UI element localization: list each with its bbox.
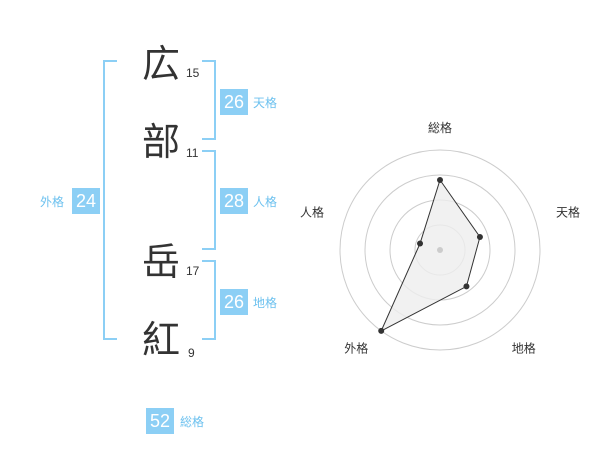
radar-axis-label: 天格 [556,204,580,219]
gaikaku-label: 外格 [40,195,65,209]
radar-axis-label: 地格 [512,341,536,356]
radar-point-3 [463,283,470,290]
radar-grid-ring [364,174,516,326]
chikaku-label: 地格 [253,296,278,310]
name-char-2: 部 [142,120,181,164]
radar-point-4 [378,327,385,334]
chikaku-value: 26 [220,289,248,315]
chikaku-bracket [202,260,216,340]
name-char-4: 紅 [142,318,181,362]
radar-center-point [437,247,443,253]
stroke-count-1: 15 [186,66,200,80]
tenkaku-value: 26 [220,89,248,115]
name-char-3: 岳 [142,240,181,284]
stroke-count-3: 17 [186,264,200,278]
radar-point-2 [476,234,483,241]
gaikaku-value: 24 [72,188,100,214]
radar-point-5 [417,240,424,247]
stroke-count-2: 11 [186,146,199,160]
tenkaku-label: 天格 [253,96,278,110]
name-char-1: 広 [142,42,181,86]
soukaku-label: 総格 [180,415,205,429]
radar-point-1 [437,177,443,183]
radar-axis-label: 外格 [344,341,368,356]
stroke-count-4: 9 [188,346,195,360]
jinkaku-label: 人格 [253,195,278,209]
radar-axis-label: 人格 [300,204,324,219]
radar-grid-ring [339,149,541,351]
gaikaku-bracket [103,60,117,340]
radar-axis-label: 総格 [428,120,452,135]
jinkaku-value: 28 [220,188,248,214]
radar-series-polygon [380,178,481,333]
jinkaku-bracket [202,150,216,250]
soukaku-value: 52 [146,408,174,434]
tenkaku-bracket [202,60,216,140]
